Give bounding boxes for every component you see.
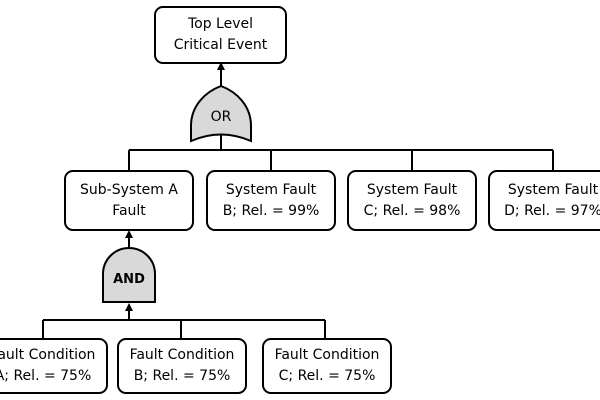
system-fault-c-box: System Fault C; Rel. = 98% [347,170,477,231]
system-fault-d-line2: D; Rel. = 97% [504,202,600,219]
system-fault-b-line1: System Fault [225,181,317,198]
top-event-line1: Top Level [187,16,254,32]
system-fault-d-line1: System Fault [507,181,599,198]
system-fault-b-box: System Fault B; Rel. = 99% [206,170,336,231]
subsystem-a-line2: Fault [112,202,146,219]
system-fault-c-line2: C; Rel. = 98% [363,202,461,219]
fault-condition-b-line1: Fault Condition [129,347,235,363]
fault-condition-a-box: Fault Condition A; Rel. = 75% [0,338,108,394]
fault-condition-c-line1: Fault Condition [274,347,380,363]
or-gate-shape [190,84,252,143]
or-gate-label: OR [211,109,232,125]
fault-condition-c-box: Fault Condition C; Rel. = 75% [262,338,392,394]
fault-condition-b-box: Fault Condition B; Rel. = 75% [117,338,247,394]
system-fault-c-line1: System Fault [366,181,458,198]
subsystem-a-line1: Sub-System A [80,181,178,198]
top-level-event-box: Top Level Critical Event [154,6,287,64]
system-fault-d-box: System Fault D; Rel. = 97% [488,170,600,231]
fault-condition-a-line2: A; Rel. = 75% [0,368,92,384]
fault-condition-b-line2: B; Rel. = 75% [133,368,231,384]
fault-condition-a-line1: Fault Condition [0,347,96,363]
top-event-line2: Critical Event [173,37,268,53]
system-fault-b-line2: B; Rel. = 99% [222,202,320,219]
subsystem-a-fault-box: Sub-System A Fault [64,170,194,231]
and-gate-label: AND [113,272,145,287]
fault-condition-c-line2: C; Rel. = 75% [278,368,376,384]
and-gate-shape [102,247,156,303]
